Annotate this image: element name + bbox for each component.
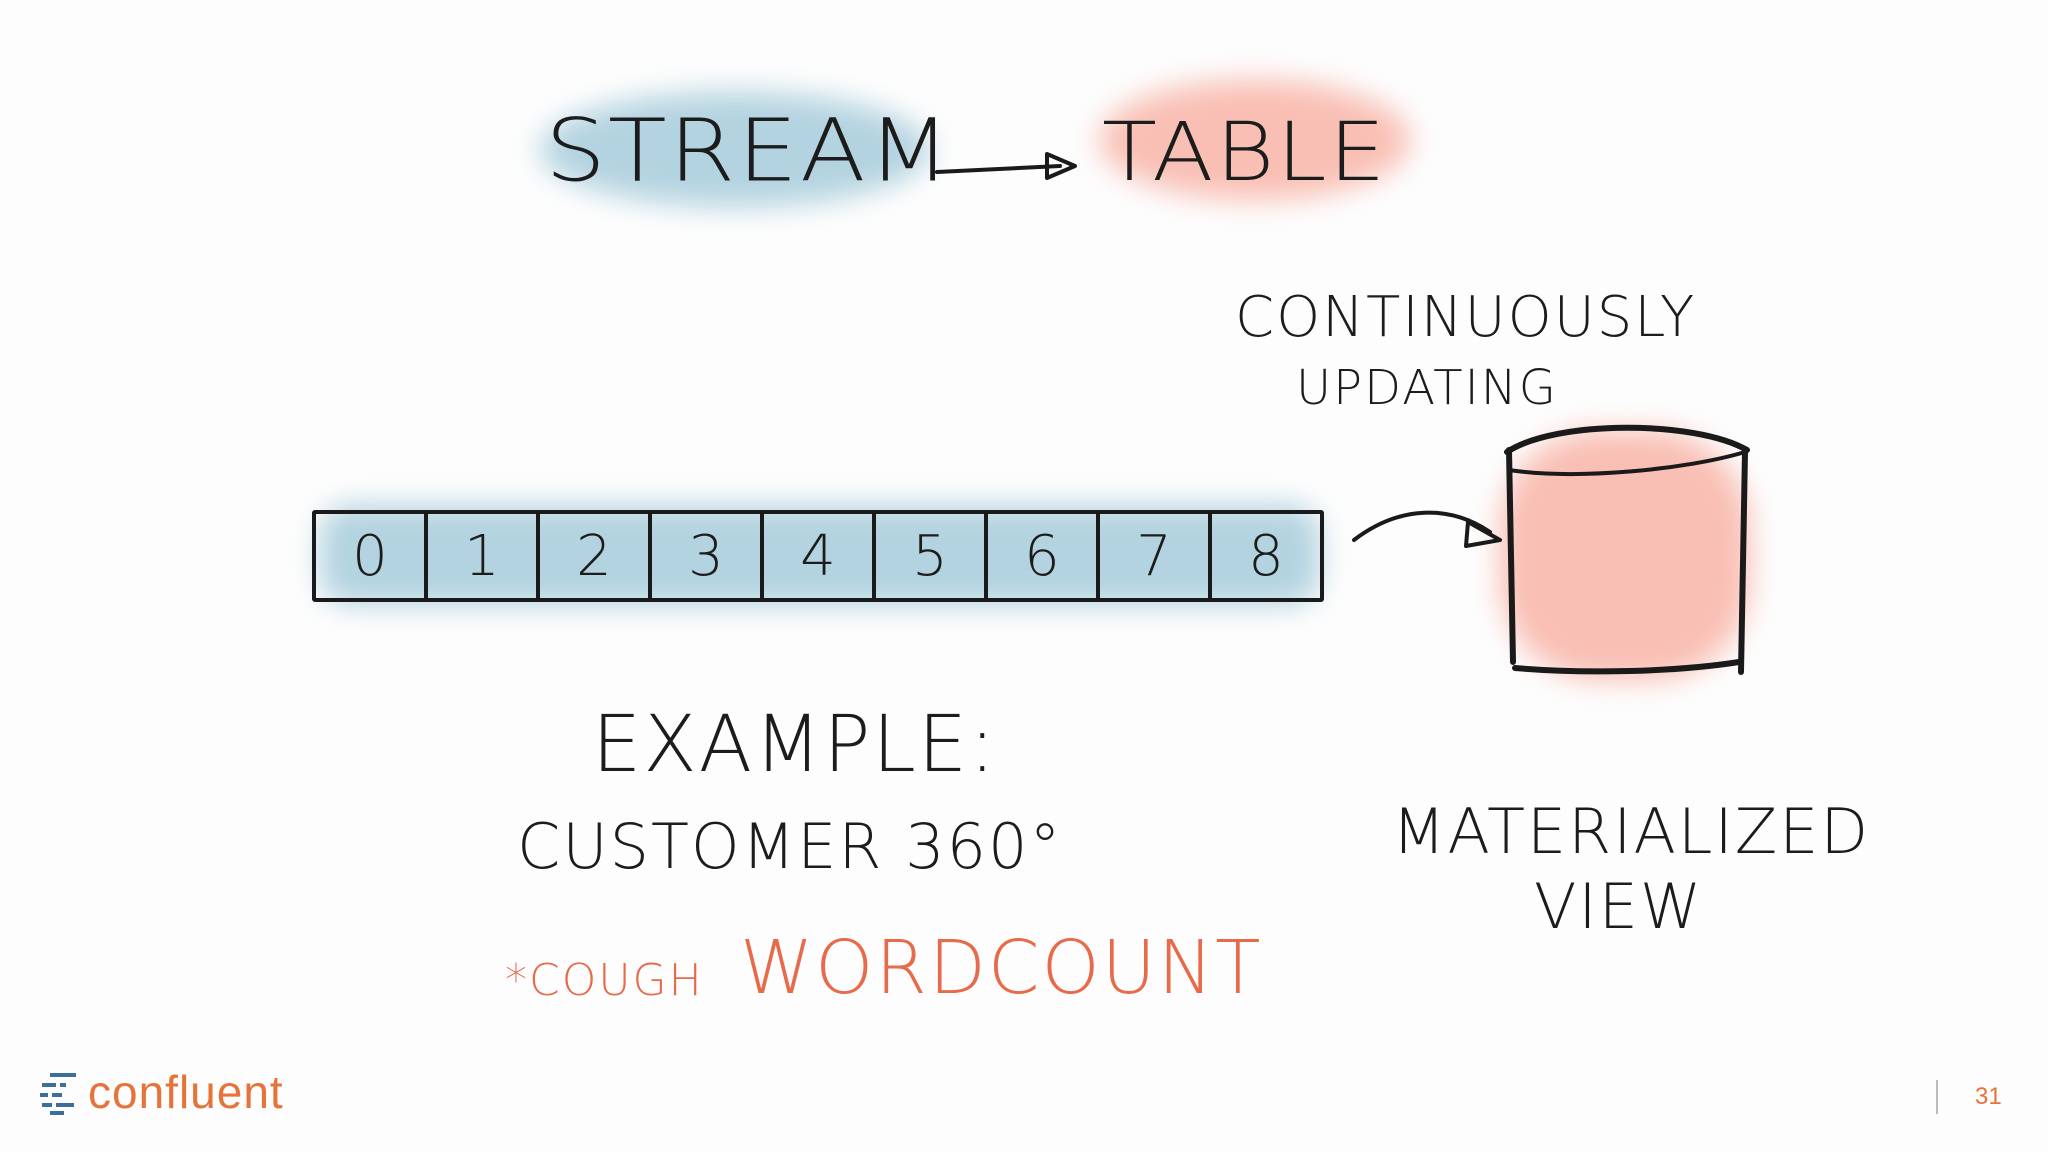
stream-box-wash <box>320 505 1320 605</box>
stream-cell: 4 <box>764 514 876 598</box>
caption-continuously: Continuously <box>1235 285 1697 350</box>
example-cough: *cough <box>505 955 704 1006</box>
stream-cell: 0 <box>316 514 428 598</box>
page-separator <box>1936 1080 1938 1114</box>
stream-cell: 8 <box>1248 523 1284 589</box>
caption-updating: updating <box>1296 360 1558 416</box>
confluent-logo: confluent <box>40 1065 284 1119</box>
example-customer-360: Customer 360° <box>517 810 1063 883</box>
caption-materialized: Materialized <box>1392 795 1871 868</box>
stream-title-wash <box>540 92 930 207</box>
confluent-logo-text: confluent <box>88 1066 284 1118</box>
stream-cell: 1 <box>428 514 540 598</box>
caption-view: View <box>1534 870 1704 943</box>
table-cylinder-icon <box>1504 424 1750 675</box>
stream-log: 0 1 2 3 4 5 6 7 8 <box>312 510 1324 602</box>
table-title-wash <box>1100 80 1410 200</box>
title-table: Table <box>1102 105 1388 200</box>
page-number: 31 <box>1975 1083 2002 1110</box>
stream-cell: 2 <box>540 514 652 598</box>
confluent-logo-icon <box>40 1073 76 1115</box>
example-heading: Example: <box>592 700 998 790</box>
example-wordcount: WordCount <box>740 925 1263 1011</box>
arrow-right-icon <box>935 152 1077 180</box>
curved-arrow-icon <box>1352 510 1502 548</box>
stream-cell: 3 <box>652 514 764 598</box>
title-stream: Stream <box>545 100 953 202</box>
stream-cell: 6 <box>988 514 1100 598</box>
stream-cell: 7 <box>1100 514 1212 598</box>
stream-cell: 5 <box>876 514 988 598</box>
